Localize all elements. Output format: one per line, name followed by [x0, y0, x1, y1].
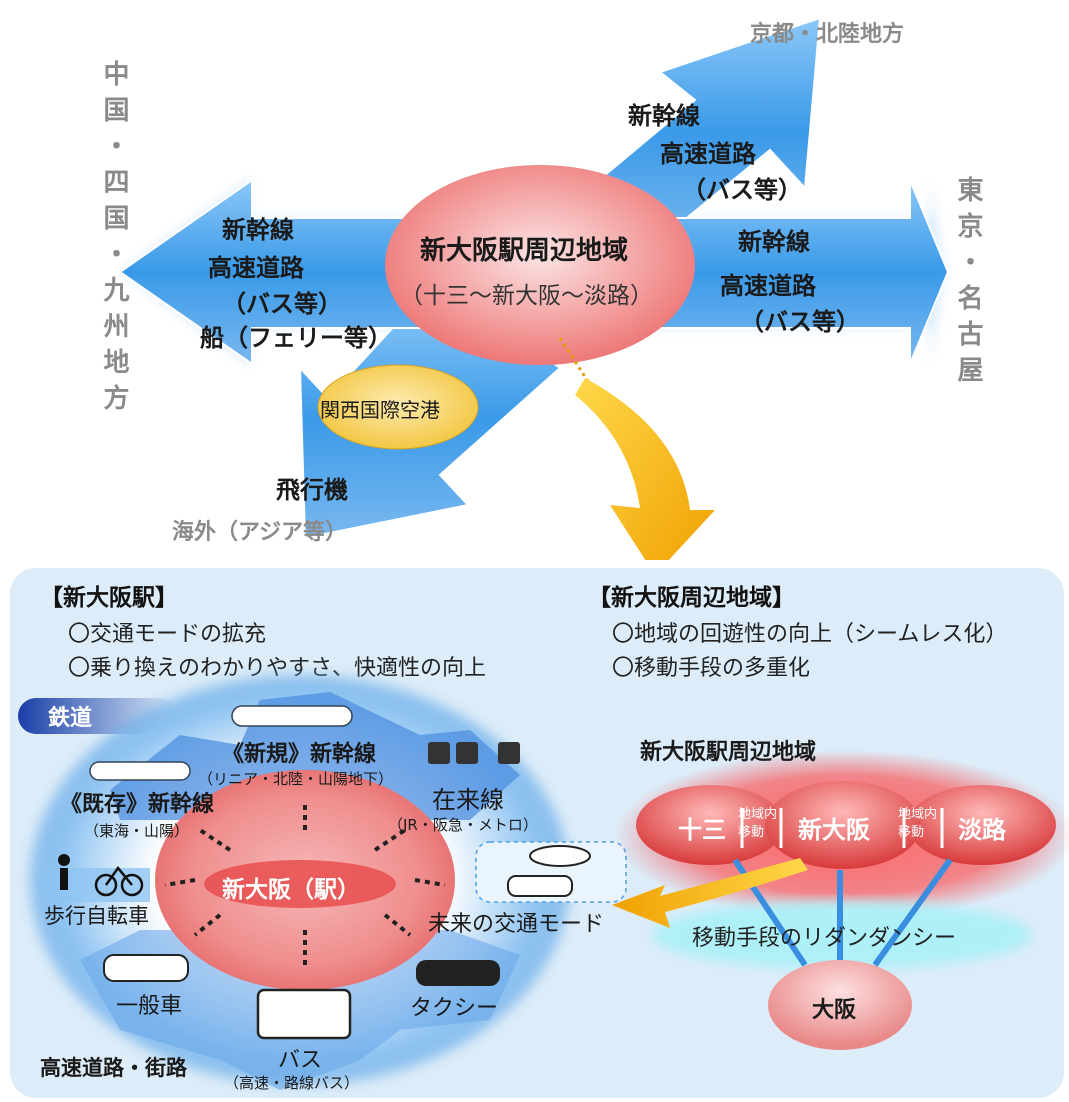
- shinkansen-existing-icon: [89, 761, 191, 781]
- dest-northeast: 京都・北陸地方: [750, 22, 905, 47]
- ne-mode-3: （バス等）: [682, 176, 802, 204]
- new-shinkansen-label: 《新規》新幹線: [222, 742, 377, 767]
- top-arrow-diagram: [118, 16, 950, 560]
- taxi-label: タクシー: [410, 996, 499, 1021]
- east-mode-3: （バス等）: [740, 308, 860, 336]
- existing-shinkansen-sub: （東海・山陽）: [84, 822, 190, 840]
- callout-dotted-line: [558, 337, 602, 401]
- region-to-hub-arrow: [612, 858, 808, 928]
- west-mode-3: （バス等）: [222, 290, 342, 318]
- callout-arrow: [575, 378, 715, 560]
- conventional-train-icons: [428, 742, 520, 764]
- node-juso-label: 十三: [678, 816, 726, 844]
- station-item-1: 〇交通モードの拡充: [68, 622, 267, 647]
- car-icon: [103, 954, 189, 982]
- center-region-ellipse: [385, 165, 695, 365]
- station-heading: 【新大阪駅】: [40, 585, 178, 611]
- node-awaji: [908, 785, 1056, 865]
- node-shin-osaka-label: 新大阪: [798, 816, 870, 844]
- region-item-2: 〇移動手段の多重化: [612, 656, 811, 681]
- bus-sub: （高速・路線バス）: [224, 1074, 360, 1092]
- bus-label: バス: [278, 1048, 323, 1073]
- center-region-title: 新大阪駅周辺地域: [420, 236, 629, 266]
- dest-southwest: 海外（アジア等）: [172, 520, 348, 545]
- station-label-band: [204, 860, 396, 908]
- existing-shinkansen-label: 《既存》新幹線: [60, 792, 215, 817]
- future-vehicle-icons: [475, 841, 627, 903]
- airport-ellipse: [317, 364, 479, 450]
- sw-mode-1: 飛行機: [276, 476, 348, 504]
- east-mode-2: 高速道路: [720, 272, 816, 300]
- conventional-sub: （JR・阪急・メトロ）: [388, 816, 538, 834]
- bicycle-icon: [94, 865, 144, 897]
- node-juso: [636, 785, 784, 865]
- region-map-title: 新大阪駅周辺地域: [640, 740, 817, 765]
- west-mode-2: 高速道路: [208, 254, 304, 282]
- station-label: 新大阪（駅）: [222, 877, 360, 903]
- west-mode-1: 新幹線: [222, 216, 294, 244]
- conventional-label: 在来線: [432, 786, 504, 814]
- ne-mode-1: 新幹線: [628, 102, 700, 130]
- west-mode-4: 船（フェリー等）: [200, 324, 392, 352]
- taxi-icon: [416, 960, 500, 986]
- new-shinkansen-sub: （リニア・北陸・山陽地下）: [198, 770, 394, 788]
- transfer-spokes: [164, 800, 446, 965]
- region-item-1: 〇地域の回遊性の向上（シームレス化）: [612, 622, 1008, 647]
- local-link-right: 地域内移動: [898, 807, 938, 840]
- center-region-subtitle: （十三～新大阪～淡路）: [400, 283, 653, 309]
- node-shin-osaka: [765, 781, 921, 869]
- node-osaka-label: 大阪: [812, 998, 857, 1023]
- redundancy-label: 移動手段のリダンダンシー: [692, 926, 957, 951]
- dest-east: 東京・名古屋: [953, 176, 983, 392]
- car-label: 一般車: [116, 994, 183, 1019]
- node-osaka: [768, 960, 912, 1050]
- pedestrian-icon: [58, 854, 70, 890]
- shinkansen-new-icon: [231, 705, 353, 727]
- local-link-arrows: [740, 808, 944, 848]
- region-heading: 【新大阪周辺地域】: [588, 585, 795, 611]
- airport-label: 関西国際空港: [320, 398, 440, 422]
- bus-icon: [256, 988, 352, 1040]
- walk-bike-label: 歩行自転車: [44, 904, 149, 928]
- road-label: 高速道路・街路: [40, 1056, 187, 1080]
- east-mode-1: 新幹線: [738, 228, 810, 256]
- future-mode-label: 未来の交通モード: [428, 912, 605, 937]
- rail-arrows: [110, 692, 520, 820]
- railway-label: 鉄道: [48, 706, 93, 731]
- node-awaji-label: 淡路: [958, 816, 1006, 844]
- local-link-left: 地域内移動: [738, 807, 778, 840]
- dest-west: 中国・四国・九州地方: [99, 60, 129, 420]
- ne-mode-2: 高速道路: [660, 140, 756, 168]
